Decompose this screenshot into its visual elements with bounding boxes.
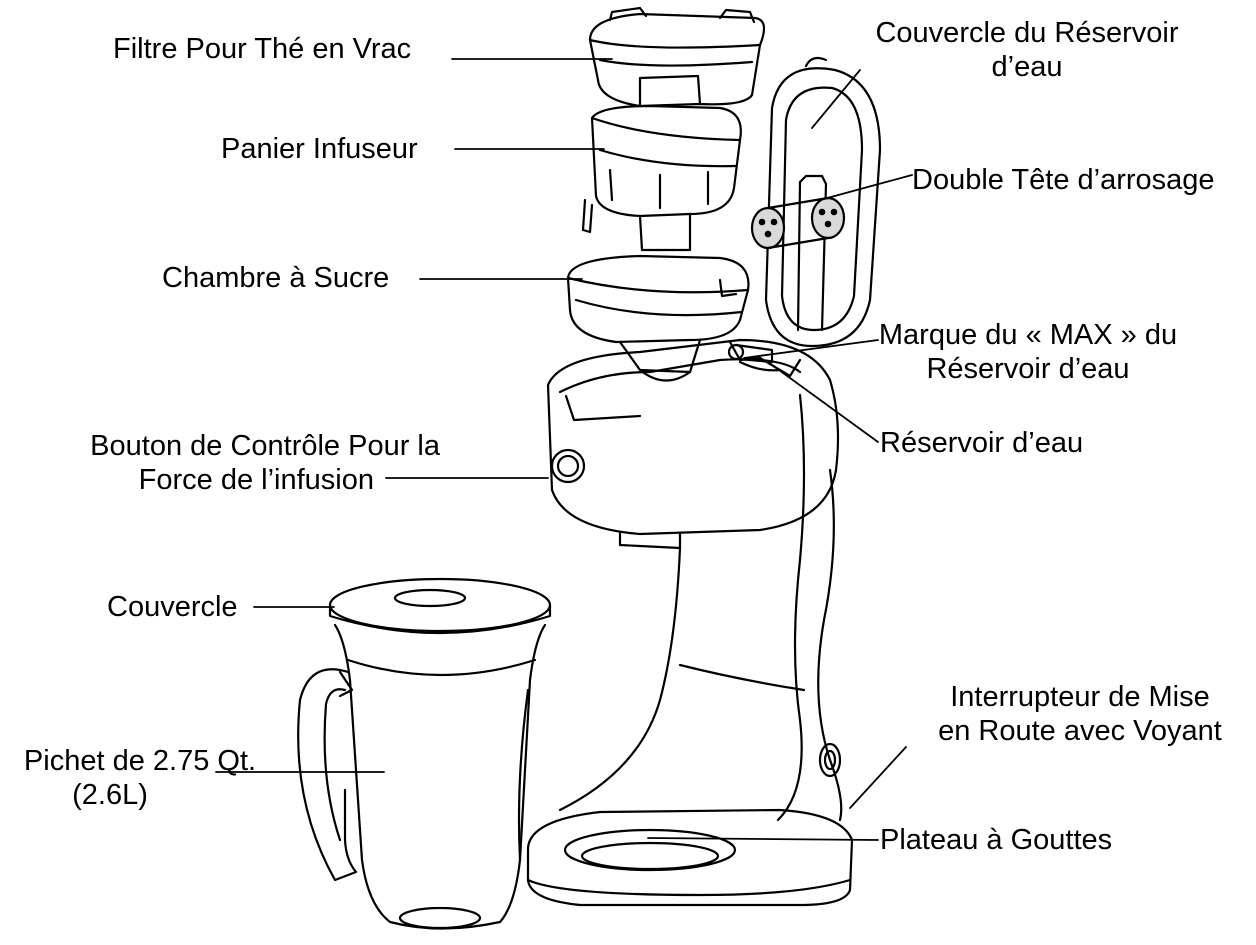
leader-lines [215, 58, 913, 841]
label-filtre-the: Filtre Pour Thé en Vrac [113, 32, 411, 66]
label-text: Pichet de 2.75 Qt. [23, 745, 257, 777]
loose-tea-filter-drawing [588, 6, 766, 108]
leader-reservoir [767, 361, 879, 443]
label-text: Réservoir d’eau [926, 353, 1130, 385]
leader-plateau [647, 837, 879, 841]
leader-interrupteur [849, 746, 907, 809]
label-text: Filtre Pour Thé en Vrac [113, 33, 412, 65]
sugar-chamber-drawing [566, 254, 750, 382]
label-text: Chambre à Sucre [162, 262, 390, 294]
label-reservoir: Réservoir d’eau [880, 426, 1083, 460]
label-couvercle: Couvercle [107, 590, 238, 624]
tea-maker-body-drawing [526, 338, 854, 907]
label-text: en Route avec Voyant [938, 715, 1222, 747]
label-text: Marque du « MAX » du [878, 319, 1178, 351]
leader-couvercle-reservoir [811, 69, 861, 129]
label-text: Plateau à Gouttes [880, 824, 1113, 856]
label-text: Réservoir d’eau [880, 427, 1084, 459]
label-marque-max: Marque du « MAX » du Réservoir d’eau [858, 318, 1198, 386]
label-text: Bouton de Contrôle Pour la [90, 430, 440, 462]
label-text: (2.6L) [72, 779, 148, 811]
label-plateau: Plateau à Gouttes [880, 823, 1112, 857]
label-interrupteur: Interrupteur de Mise en Route avec Voyan… [912, 680, 1248, 748]
label-text: d’eau [991, 51, 1063, 80]
label-text: Force de l’infusion [138, 464, 374, 496]
pitcher-drawing [297, 577, 552, 930]
label-text: Interrupteur de Mise [950, 681, 1210, 713]
label-panier-infuseur: Panier Infuseur [221, 132, 418, 166]
leader-marque-max [743, 339, 879, 359]
label-double-tete: Double Tête d’arrosage [912, 163, 1215, 197]
infuser-basket-drawing [581, 104, 742, 252]
label-text: Panier Infuseur [221, 133, 418, 165]
label-text: Couvercle du Réservoir [875, 17, 1179, 49]
reservoir-lid-drawing [750, 56, 882, 348]
label-couvercle-reservoir: Couvercle du Réservoir d’eau [852, 16, 1202, 80]
label-bouton-force: Bouton de Contrôle Pour la Force de l’in… [40, 429, 440, 497]
leader-double-tete [819, 174, 913, 201]
label-pichet: Pichet de 2.75 Qt. (2.6L) [8, 744, 272, 812]
label-text: Double Tête d’arrosage [912, 164, 1215, 196]
label-text: Couvercle [107, 591, 238, 623]
label-chambre-sucre: Chambre à Sucre [162, 261, 389, 295]
